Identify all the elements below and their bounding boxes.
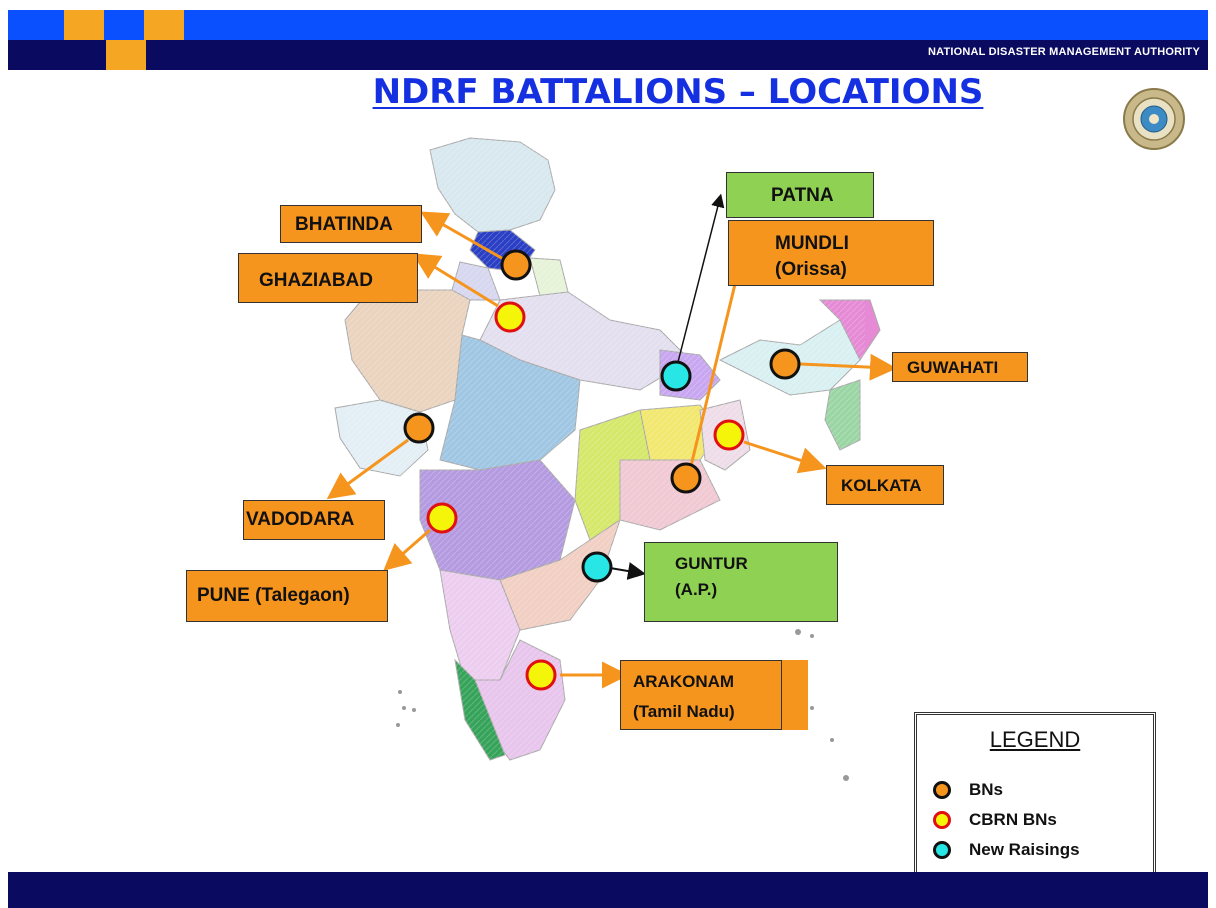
marker-patna — [660, 360, 692, 392]
legend-new-raisings-icon — [933, 841, 951, 859]
marker-guwahati — [769, 348, 801, 380]
marker-mundli — [670, 462, 702, 494]
marker-kolkata — [713, 419, 745, 451]
page-title: NDRF BATTALIONS – LOCATIONS — [372, 72, 984, 112]
label-guwahati: GUWAHATI — [892, 352, 1028, 382]
label-arakonam: ARAKONAM (Tamil Nadu) — [620, 660, 782, 730]
marker-guntur — [581, 551, 613, 583]
marker-pune — [426, 502, 458, 534]
footer-bar — [8, 872, 1208, 908]
decor-square — [106, 40, 146, 70]
header-bar-bottom — [8, 40, 1208, 70]
legend-item-new-raisings: New Raisings — [933, 837, 1080, 863]
label-kolkata: KOLKATA — [826, 465, 944, 505]
label-patna: PATNA — [726, 172, 874, 218]
label-mundli: MUNDLI (Orissa) — [728, 220, 934, 286]
legend-item-bns: BNs — [933, 777, 1003, 803]
label-bhatinda: BHATINDA — [280, 205, 422, 243]
org-name: NATIONAL DISASTER MANAGEMENT AUTHORITY — [927, 46, 1200, 58]
label-vadodara: VADODARA — [243, 500, 385, 540]
markers — [403, 249, 801, 691]
marker-ghaziabad — [494, 301, 526, 333]
legend-bns-icon — [933, 781, 951, 799]
legend-title: LEGEND — [989, 727, 1081, 752]
ndma-seal-icon — [1123, 88, 1185, 150]
label-pune: PUNE (Talegaon) — [186, 570, 388, 622]
marker-bhatinda — [500, 249, 532, 281]
decor-square — [64, 10, 104, 40]
label-guntur: GUNTUR (A.P.) — [644, 542, 838, 622]
header-bar-top — [8, 10, 1208, 40]
label-arakonam-tab — [782, 660, 808, 730]
legend: LEGEND BNs CBRN BNs New Raisings — [914, 712, 1156, 876]
marker-vadodara — [403, 412, 435, 444]
decor-square — [144, 10, 184, 40]
marker-arakonam — [525, 659, 557, 691]
legend-cbrn-icon — [933, 811, 951, 829]
connectors — [326, 193, 897, 689]
label-ghaziabad: GHAZIABAD — [238, 253, 418, 303]
legend-item-cbrn: CBRN BNs — [933, 807, 1057, 833]
